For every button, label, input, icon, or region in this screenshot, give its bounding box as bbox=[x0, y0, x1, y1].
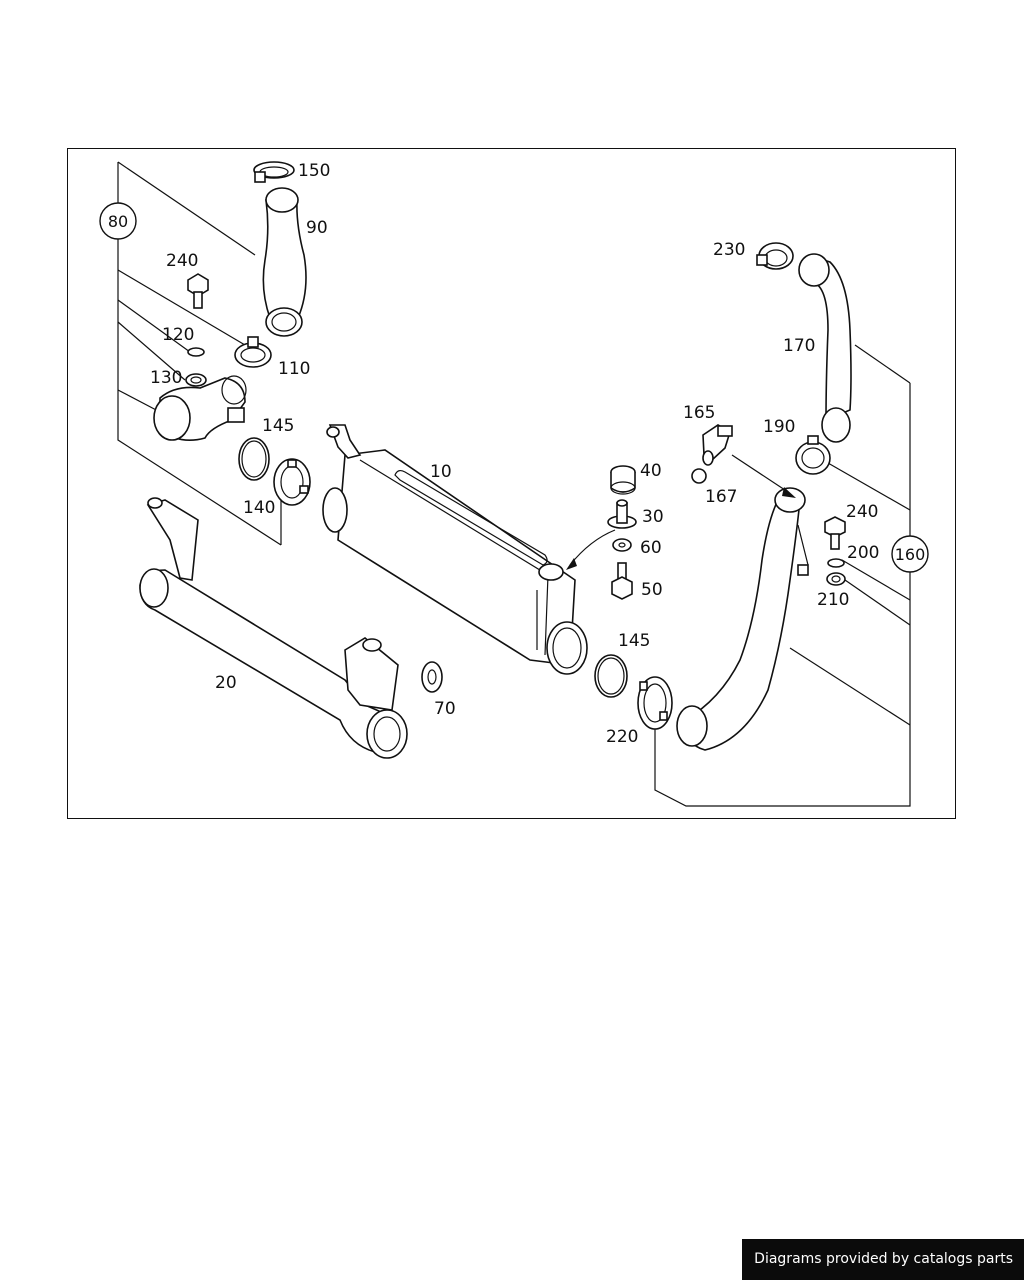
o-ring-145-right bbox=[594, 654, 628, 698]
clamp-110 bbox=[234, 336, 272, 368]
label-70: 70 bbox=[434, 699, 456, 719]
sleeve-30 bbox=[607, 499, 637, 529]
arrow-head-165 bbox=[782, 487, 796, 498]
arrow-30-to-10 bbox=[569, 529, 616, 566]
sensor-165 bbox=[702, 424, 733, 466]
clip-ring-220 bbox=[637, 676, 673, 730]
washer-120 bbox=[187, 347, 205, 357]
part-labels: 150 90 240 120 130 110 145 140 10 20 70 … bbox=[150, 161, 879, 747]
label-50: 50 bbox=[641, 580, 663, 600]
label-150: 150 bbox=[298, 161, 330, 181]
label-120: 120 bbox=[162, 325, 194, 345]
clamp-230 bbox=[756, 242, 794, 270]
intercooler-10 bbox=[322, 424, 588, 675]
label-30: 30 bbox=[642, 507, 664, 527]
label-110: 110 bbox=[278, 359, 310, 379]
label-240-right: 240 bbox=[846, 502, 878, 522]
label-145-left: 145 bbox=[262, 416, 294, 436]
clamp-150 bbox=[253, 161, 295, 183]
label-90: 90 bbox=[306, 218, 328, 238]
label-170: 170 bbox=[783, 336, 815, 356]
callout-160: 160 bbox=[891, 535, 929, 573]
washer-60 bbox=[612, 538, 632, 552]
bolt-240-right bbox=[824, 516, 846, 550]
label-220: 220 bbox=[606, 727, 638, 747]
callout-80: 80 bbox=[99, 202, 137, 240]
footer-credit: Diagrams provided by catalogs parts bbox=[742, 1239, 1024, 1280]
grommet-130 bbox=[185, 373, 207, 387]
bolt-240-left bbox=[187, 273, 209, 309]
hose-90 bbox=[262, 187, 307, 337]
label-240-left: 240 bbox=[166, 251, 198, 271]
label-40: 40 bbox=[640, 461, 662, 481]
label-10: 10 bbox=[430, 462, 452, 482]
callout-80-label: 80 bbox=[108, 212, 128, 231]
label-20: 20 bbox=[215, 673, 237, 693]
label-230: 230 bbox=[713, 240, 745, 260]
label-165: 165 bbox=[683, 403, 715, 423]
air-pipe-20 bbox=[139, 497, 408, 759]
air-pipe-right bbox=[676, 487, 809, 751]
rubber-mount-40 bbox=[610, 465, 636, 495]
grommet-70 bbox=[421, 661, 443, 693]
o-ring-167 bbox=[691, 468, 707, 484]
pipe-connector-left bbox=[153, 375, 247, 441]
callout-160-label: 160 bbox=[895, 545, 926, 564]
diagram-frame bbox=[67, 148, 956, 819]
o-ring-145-left bbox=[238, 437, 270, 481]
label-200: 200 bbox=[847, 543, 879, 563]
label-140: 140 bbox=[243, 498, 275, 518]
label-210: 210 bbox=[817, 590, 849, 610]
group-80-lines bbox=[117, 161, 282, 546]
label-60: 60 bbox=[640, 538, 662, 558]
hose-170 bbox=[798, 253, 852, 443]
label-190: 190 bbox=[763, 417, 795, 437]
arrow-head-30 bbox=[566, 558, 577, 570]
group-160-lines bbox=[654, 344, 911, 807]
washer-200 bbox=[827, 558, 845, 568]
bolt-50 bbox=[611, 562, 633, 600]
label-167: 167 bbox=[705, 487, 737, 507]
clamp-190 bbox=[795, 435, 831, 475]
label-145-right: 145 bbox=[618, 631, 650, 651]
label-130: 130 bbox=[150, 368, 182, 388]
clip-ring-140 bbox=[273, 458, 311, 506]
grommet-210 bbox=[826, 572, 846, 586]
arrow-165-to-pipe bbox=[731, 454, 789, 493]
